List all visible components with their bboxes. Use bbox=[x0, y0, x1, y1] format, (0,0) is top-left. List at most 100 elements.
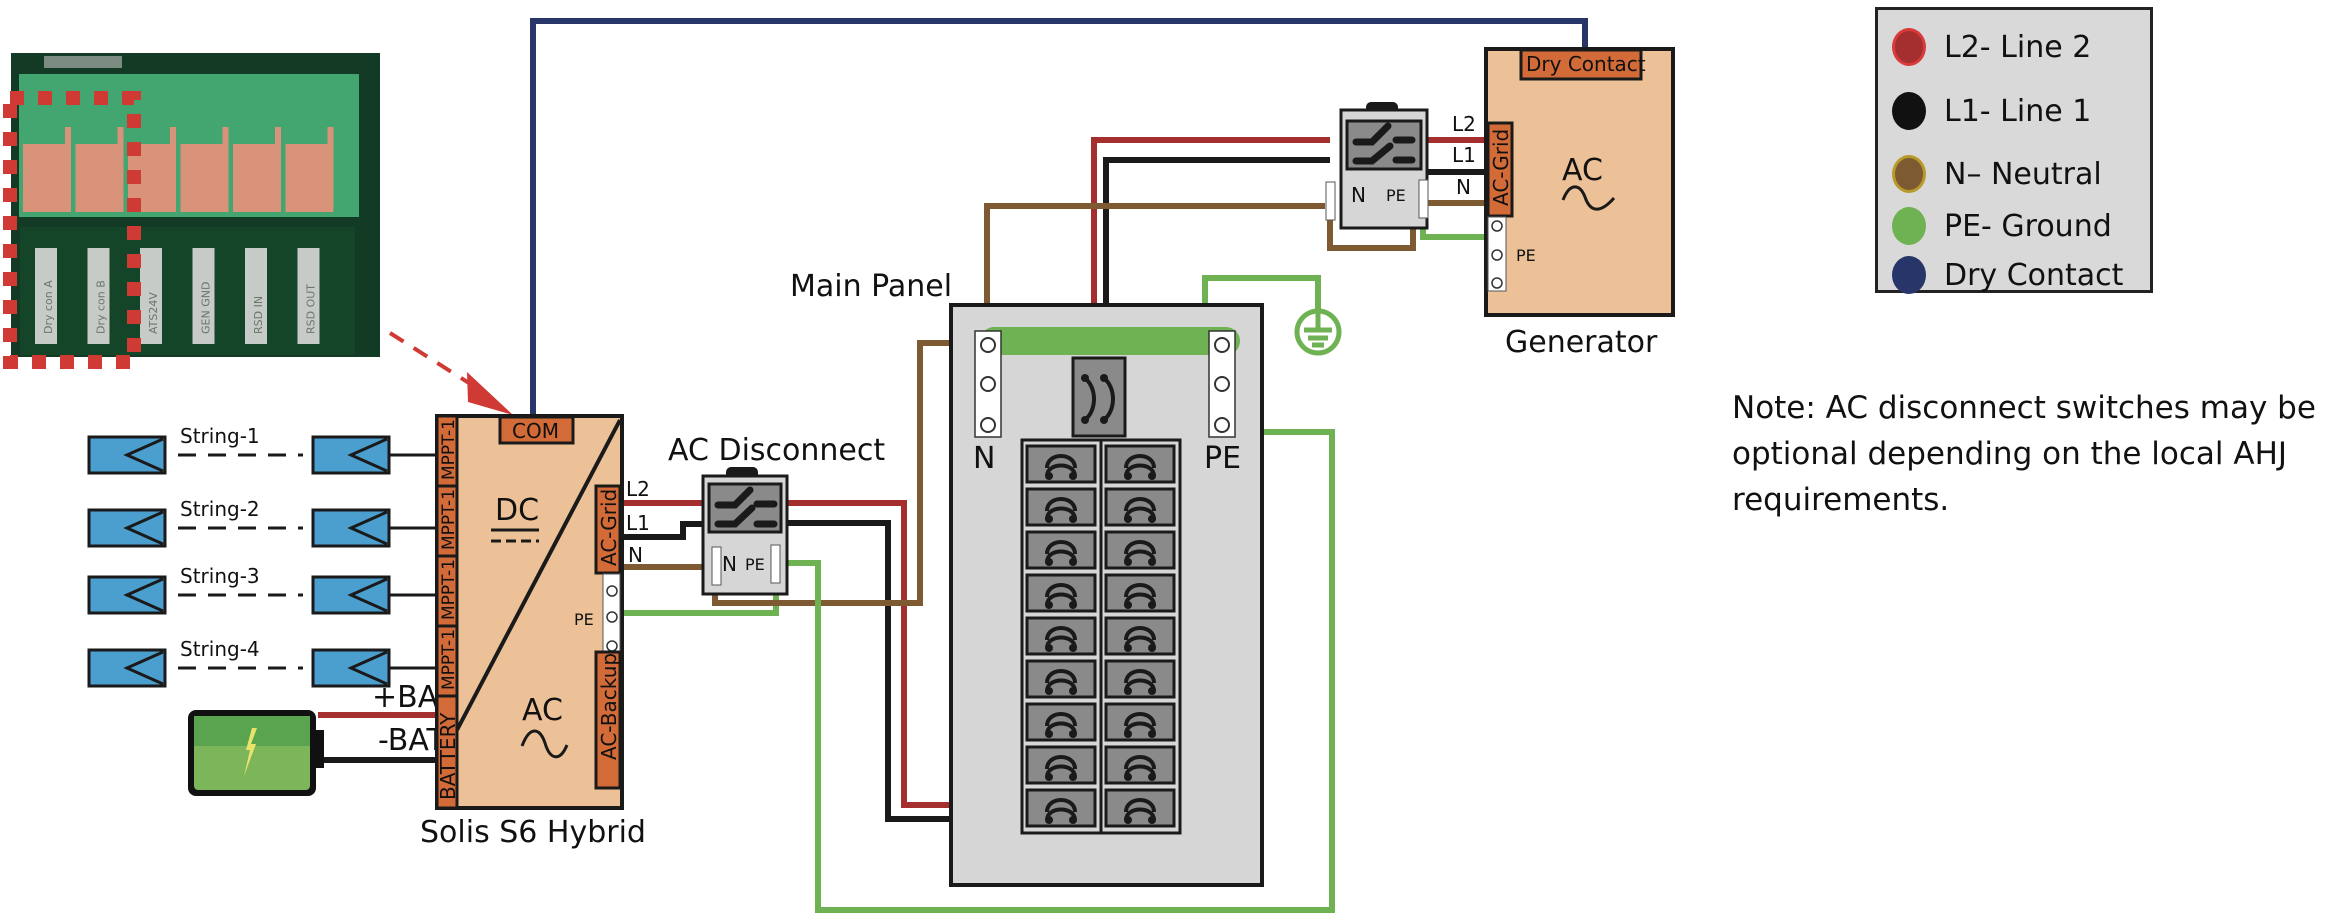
ac-grid-port-label: AC-Grid bbox=[597, 489, 621, 566]
circuit-breaker[interactable] bbox=[1025, 745, 1097, 785]
callout-dashed-arrow bbox=[388, 331, 482, 392]
circuit-breaker[interactable] bbox=[1104, 530, 1176, 570]
solar-string: String-1 bbox=[87, 424, 391, 475]
circuit-breaker[interactable] bbox=[1104, 487, 1176, 527]
legend-item-l2: L2- Line 2 bbox=[1892, 28, 2091, 66]
wire-gen-l1-to-panel bbox=[1103, 157, 1330, 360]
legend-item-neutral: N– Neutral bbox=[1892, 155, 2102, 193]
gen-switch-pe-label: PE bbox=[1386, 186, 1406, 205]
legend-label: PE- Ground bbox=[1944, 208, 2112, 244]
dry-contact-port bbox=[1519, 48, 1643, 81]
wire-sw2-gen-pe bbox=[1420, 218, 1490, 240]
legend-item-l1: L1- Line 1 bbox=[1892, 92, 2091, 130]
ac-disconnect-switch[interactable]: N PE bbox=[685, 465, 799, 596]
callout-arrowhead bbox=[467, 372, 513, 415]
disc-n-label: N bbox=[722, 552, 737, 576]
circuit-breaker[interactable] bbox=[1104, 444, 1176, 484]
photo-terminal-tag bbox=[35, 248, 57, 344]
note-text: Note: AC disconnect switches may be opti… bbox=[1732, 390, 2316, 518]
circuit-breaker[interactable] bbox=[1104, 659, 1176, 699]
ac-backup-port-label: AC-Backup bbox=[597, 653, 621, 760]
circuit-breaker[interactable] bbox=[1104, 573, 1176, 613]
panel-n-label: N bbox=[973, 441, 995, 476]
circuit-breaker[interactable] bbox=[1104, 616, 1176, 656]
wire-disc-pe-to-panel bbox=[782, 429, 1335, 913]
photo-terminal-label: GEN GND bbox=[200, 282, 213, 334]
string-label: String-3 bbox=[180, 564, 260, 588]
gen-switch-n-label: N bbox=[1351, 183, 1366, 207]
battery: +BAT -BAT bbox=[188, 680, 455, 796]
gen-sine-icon bbox=[1561, 185, 1616, 211]
circuit-breaker[interactable] bbox=[1025, 573, 1097, 613]
legend-label: L1- Line 1 bbox=[1944, 93, 2092, 129]
circuit-breaker[interactable] bbox=[1025, 530, 1097, 570]
dc-label: DC bbox=[495, 493, 539, 528]
photo-terminal-block bbox=[285, 144, 334, 212]
ground-bus bbox=[1208, 330, 1236, 438]
circuit-breaker[interactable] bbox=[1104, 702, 1176, 742]
legend-dot-dry-contact bbox=[1892, 256, 1926, 294]
string-label: String-2 bbox=[180, 497, 260, 521]
photo-terminal-tag bbox=[140, 248, 162, 344]
photo-terminal-block bbox=[233, 144, 281, 212]
main-breaker[interactable] bbox=[1071, 356, 1127, 438]
gen-ac-label: AC bbox=[1562, 153, 1603, 188]
photo-terminal-block bbox=[23, 144, 71, 212]
mppt-port: MPPT-1 bbox=[435, 624, 459, 698]
photo-terminal-label: RSD OUT bbox=[305, 284, 318, 334]
main-panel: N PE bbox=[949, 303, 1264, 887]
photo-terminal-label: Dry con B bbox=[95, 280, 108, 334]
inverter-pe-label: PE bbox=[574, 610, 594, 629]
main-panel-title: Main Panel bbox=[790, 269, 952, 304]
mppt-port: MPPT-1 bbox=[435, 554, 459, 628]
circuit-breaker[interactable] bbox=[1025, 444, 1097, 484]
wire-inv-l1 bbox=[622, 521, 712, 540]
battery-neg-label: -BAT bbox=[378, 723, 446, 758]
wire-sw2-gen-n bbox=[1327, 200, 1490, 251]
photo-terminal-tag bbox=[297, 248, 320, 344]
ac-backup-port: AC-Backup bbox=[594, 650, 622, 790]
photo-terminal-label: Dry con A bbox=[42, 280, 55, 334]
legend-label: N– Neutral bbox=[1944, 156, 2102, 192]
gen-ac-grid-label: AC-Grid bbox=[1489, 129, 1513, 206]
legend-item-ground: PE- Ground bbox=[1892, 207, 2112, 245]
legend-label: Dry Contact bbox=[1944, 257, 2124, 293]
circuit-breaker[interactable] bbox=[1025, 702, 1097, 742]
circuit-breaker[interactable] bbox=[1104, 745, 1176, 785]
gen-pe-terminal bbox=[1487, 216, 1507, 292]
battery-port-label: BATTERY bbox=[436, 712, 460, 800]
legend-dot-l1 bbox=[1892, 92, 1926, 130]
string-label: String-1 bbox=[180, 424, 260, 448]
legend-dot-l2 bbox=[1892, 28, 1926, 66]
gen-n-label: N bbox=[1456, 175, 1471, 199]
photo-terminal-tag bbox=[87, 248, 110, 344]
disc-pe-label: PE bbox=[745, 555, 765, 574]
panel-pe-label: PE bbox=[1204, 441, 1241, 476]
photo-terminal-tag bbox=[245, 248, 267, 344]
inverter-l2-label: L2 bbox=[626, 477, 650, 501]
wire-gen-n-to-panel bbox=[984, 203, 1325, 330]
inverter-n-label: N bbox=[628, 543, 643, 567]
circuit-breaker[interactable] bbox=[1025, 659, 1097, 699]
wire-disc-n-to-panel bbox=[712, 340, 950, 606]
gen-pe-label: PE bbox=[1516, 246, 1536, 265]
com-label: COM bbox=[512, 419, 559, 443]
circuit-breaker[interactable] bbox=[1025, 487, 1097, 527]
photo-terminal-label: ATS24V bbox=[147, 292, 160, 334]
highlight-dashed-box bbox=[3, 91, 141, 369]
circuit-breaker[interactable] bbox=[1025, 616, 1097, 656]
string-label: String-4 bbox=[180, 637, 260, 661]
inverter-l1-label: L1 bbox=[626, 511, 650, 535]
generator-disconnect-switch[interactable]: N PE bbox=[1325, 102, 1429, 230]
circuit-breaker[interactable] bbox=[1104, 788, 1176, 828]
gen-l2-label: L2 bbox=[1452, 112, 1476, 136]
battery-port: BATTERY bbox=[435, 694, 460, 810]
gen-l1-label: L1 bbox=[1452, 143, 1476, 167]
neutral-bus bbox=[974, 330, 1002, 438]
mppt-port-label: MPPT-1 bbox=[439, 629, 459, 690]
circuit-breaker[interactable] bbox=[1025, 788, 1097, 828]
ground-bus-bar bbox=[980, 327, 1240, 355]
wire-inv-pe bbox=[613, 588, 779, 616]
